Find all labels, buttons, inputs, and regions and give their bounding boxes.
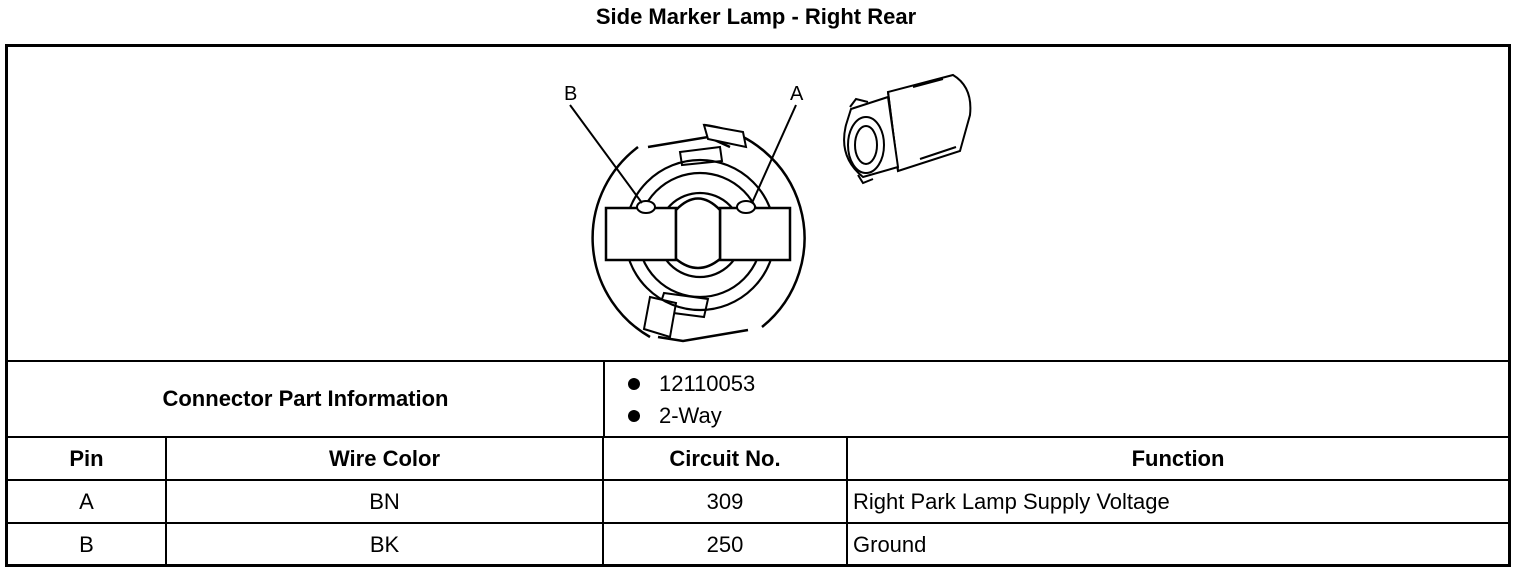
latch-right: [702, 123, 748, 149]
list-item: 12110053: [605, 368, 1505, 400]
diagram-title: Side Marker Lamp - Right Rear: [595, 4, 917, 29]
cell-wire-color: BN: [165, 479, 604, 524]
leader-line-a: [751, 104, 797, 204]
callout-a: A: [790, 83, 804, 105]
outer-ring-bottom: [657, 328, 749, 343]
cell-circuit-no: 250: [602, 522, 848, 565]
connector-way-count: 2-Way: [659, 403, 722, 428]
connector-face-drawing: B A: [564, 73, 972, 343]
pin-table: Pin Wire Color Circuit No. Function A BN…: [8, 438, 1508, 565]
connector-frame: B A Connector Part Information 12110053 …: [5, 44, 1511, 567]
connector-side-view: [843, 73, 972, 185]
center-key: [674, 197, 722, 270]
connector-illustration: B A: [8, 47, 1508, 362]
cell-function: Ground: [846, 522, 1508, 565]
header-wire-color: Wire Color: [165, 438, 604, 481]
cell-function: Right Park Lamp Supply Voltage: [846, 479, 1508, 524]
table-header-row: Pin Wire Color Circuit No. Function: [8, 438, 1508, 481]
terminal-bar-right: [718, 206, 792, 262]
connector-part-info-label: Connector Part Information: [8, 362, 605, 436]
part-number: 12110053: [659, 371, 756, 396]
terminal-bar-left: [604, 206, 678, 262]
cell-pin: B: [8, 522, 167, 565]
callout-b: B: [564, 83, 577, 105]
outer-ring-left: [591, 146, 651, 339]
header-pin: Pin: [8, 438, 167, 481]
connector-part-info-list: 12110053 2-Way: [605, 362, 1505, 436]
leader-line-b: [569, 104, 643, 204]
terminal-a-pocket: [736, 200, 756, 214]
header-function: Function: [846, 438, 1508, 481]
cell-circuit-no: 309: [602, 479, 848, 524]
table-row: A BN 309 Right Park Lamp Supply Voltage: [8, 479, 1508, 524]
bullet-icon: [628, 410, 640, 422]
cell-pin: A: [8, 479, 167, 524]
connector-part-info-row: Connector Part Information 12110053 2-Wa…: [8, 362, 1508, 438]
header-circuit-no: Circuit No.: [602, 438, 848, 481]
list-item: 2-Way: [605, 400, 1505, 432]
table-row: B BK 250 Ground: [8, 522, 1508, 565]
latch-left-bottom: [642, 295, 678, 339]
bullet-icon: [628, 378, 640, 390]
terminal-b-pocket: [636, 200, 656, 214]
cell-wire-color: BK: [165, 522, 604, 565]
